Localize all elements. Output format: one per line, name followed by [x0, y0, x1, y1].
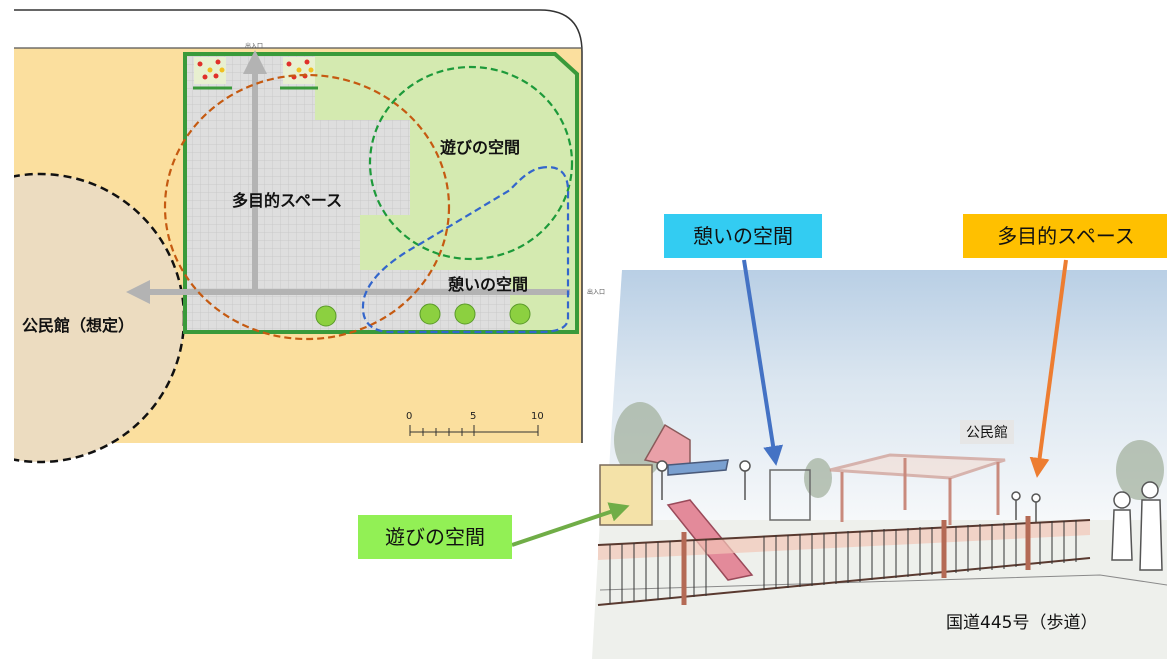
- perspective-sketch: [511, 259, 1167, 659]
- scale-bar: [409, 425, 539, 436]
- multipurpose-pointer-arrow: [1029, 259, 1068, 478]
- hall-sign: 公民館: [960, 420, 1014, 444]
- multipurpose-zone: [163, 73, 451, 341]
- sketch-sky: [606, 270, 1167, 520]
- rest-pointer-arrow: [742, 259, 784, 466]
- people: [656, 460, 1163, 571]
- play-pointer-arrow: [511, 502, 630, 547]
- plan-hall-label: 公民館（想定）: [22, 316, 134, 335]
- lawn-area: [315, 54, 577, 332]
- fence: [597, 516, 1091, 606]
- plan-rest-label: 憩いの空間: [448, 275, 528, 294]
- scale-tick-5: 5: [470, 411, 476, 422]
- access-arrows: [126, 50, 570, 304]
- scale-tick-10: 10: [531, 411, 544, 422]
- trees: [315, 303, 531, 327]
- entrance-label-right: 出入口: [587, 288, 605, 296]
- play-space-callout: 遊びの空間: [358, 515, 512, 559]
- plan-play-label: 遊びの空間: [440, 138, 520, 157]
- site-plan: 出入口 出入口 多目的スペース 遊びの空間 憩いの空間 公民館（想定） 0 5 …: [0, 9, 606, 464]
- multipurpose-space-callout: 多目的スペース: [963, 214, 1167, 258]
- flower-bed-right: [283, 57, 315, 84]
- play-zone: [368, 65, 574, 261]
- rest-space-callout: 憩いの空間: [664, 214, 822, 258]
- scale-tick-0: 0: [406, 411, 412, 422]
- park-hedge: [183, 52, 579, 334]
- plan-multipurpose-label: 多目的スペース: [232, 191, 342, 210]
- flower-bed-left: [194, 57, 226, 84]
- pergola: [829, 453, 1006, 525]
- plan-frame: [14, 9, 583, 443]
- entrance-label-top: 出入口: [245, 42, 263, 50]
- road-caption: 国道445号（歩道）: [946, 613, 1098, 633]
- rest-zone: [361, 166, 570, 334]
